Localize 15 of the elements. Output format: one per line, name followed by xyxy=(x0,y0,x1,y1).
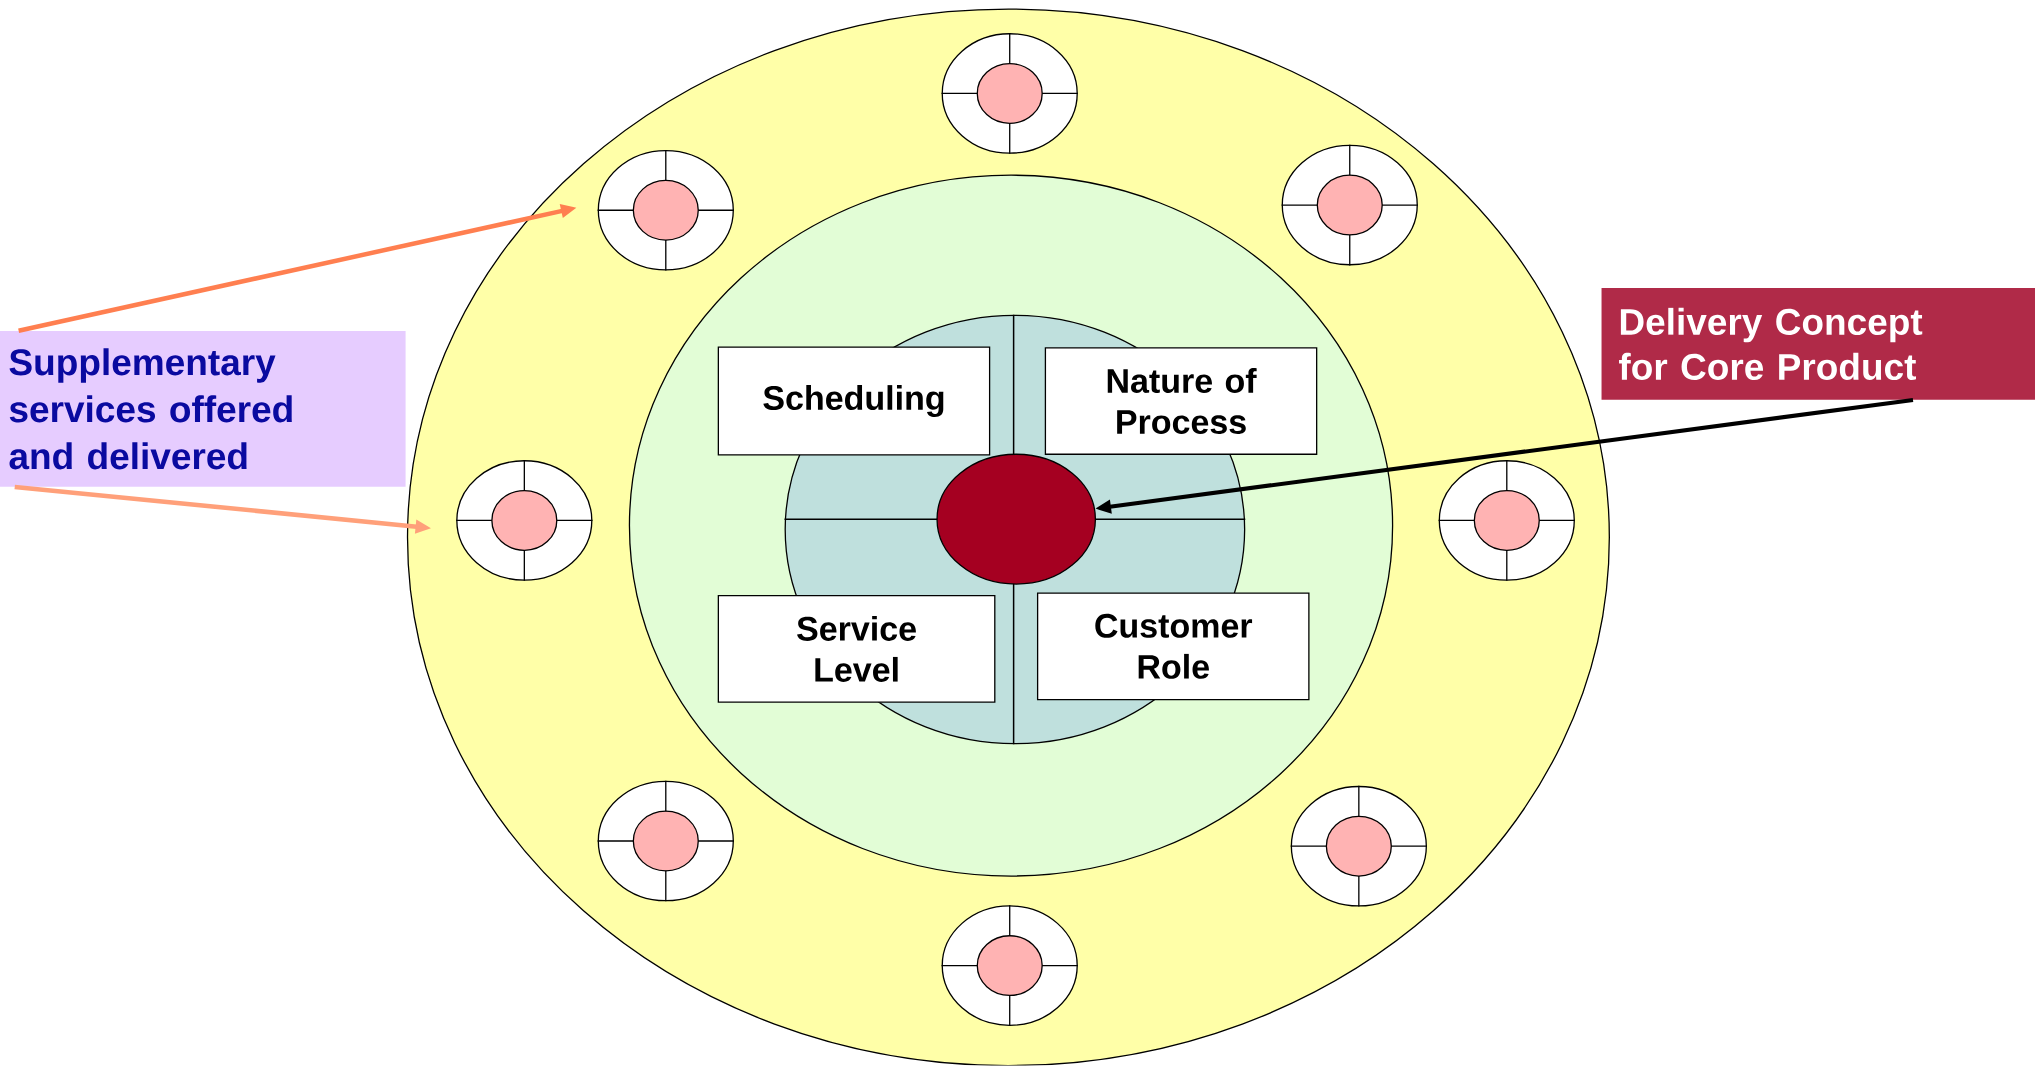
target-circle xyxy=(597,780,735,903)
target-circle xyxy=(940,904,1079,1027)
text-box: Customer Role xyxy=(1036,592,1310,701)
target-circle xyxy=(1280,144,1419,267)
text-box: Scheduling xyxy=(717,346,991,456)
core-ellipse xyxy=(936,453,1097,585)
target-circle xyxy=(597,149,735,272)
label-box: Delivery Concept for Core Product xyxy=(1601,288,2035,400)
label-box: Supplementary services offered and delivered xyxy=(0,331,406,487)
text-box: Service Level xyxy=(717,595,996,703)
target-circle xyxy=(1438,459,1576,582)
target-circle xyxy=(1290,785,1428,908)
text-box: Nature of Process xyxy=(1044,347,1318,456)
target-circle xyxy=(940,32,1079,155)
target-circle xyxy=(455,459,594,582)
